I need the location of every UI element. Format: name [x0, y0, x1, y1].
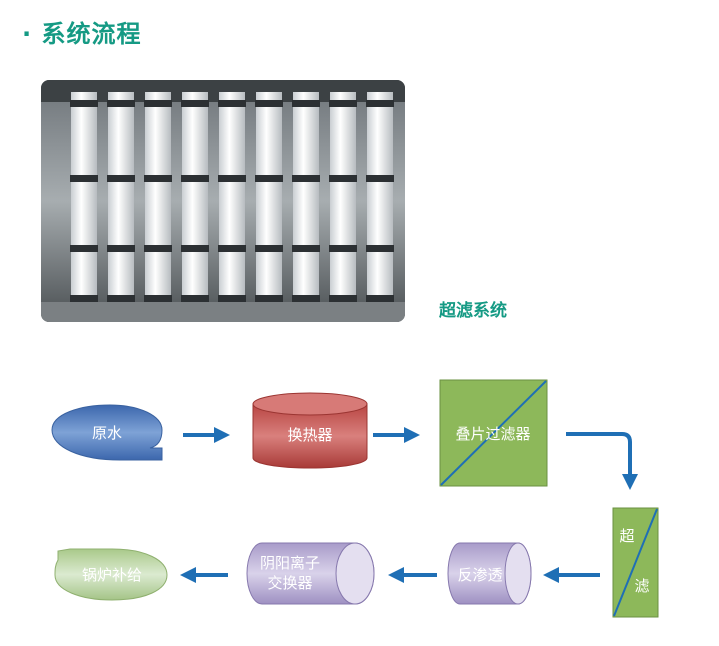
svg-text:原水: 原水: [92, 424, 122, 442]
membrane-column: [108, 92, 134, 307]
svg-text:换热器: 换热器: [287, 426, 332, 444]
page-title: · 系统流程: [22, 20, 142, 48]
svg-text:叠片过滤器: 叠片过滤器: [455, 425, 530, 443]
svg-text:阴阳离子: 阴阳离子: [260, 554, 320, 572]
boiler-feed-node: 锅炉补给: [54, 548, 168, 601]
ultrafiltration-node: 超 滤: [612, 507, 659, 618]
membrane-column: [182, 92, 208, 307]
svg-text:反渗透: 反渗透: [457, 566, 502, 584]
svg-text:锅炉补给: 锅炉补给: [82, 566, 142, 584]
disc-filter-node: 叠片过滤器: [439, 379, 548, 487]
svg-text:超: 超: [619, 527, 634, 545]
membrane-column: [367, 92, 393, 307]
membrane-column: [256, 92, 282, 307]
heat-exchanger-node: 换热器: [252, 392, 368, 469]
membrane-column: [219, 92, 245, 307]
svg-text:滤: 滤: [634, 577, 649, 595]
photo-caption: 超滤系统: [439, 301, 507, 321]
svg-text:交换器: 交换器: [267, 574, 312, 592]
membrane-column: [330, 92, 356, 307]
ultrafiltration-photo: [41, 80, 405, 322]
raw-water-node: 原水: [51, 404, 163, 461]
membrane-column: [293, 92, 319, 307]
ion-exchanger-node: 阴阳离子 交换器: [246, 542, 375, 605]
arrow-3: [566, 432, 638, 490]
reverse-osmosis-node: 反渗透: [447, 542, 532, 605]
membrane-column: [71, 92, 97, 307]
membrane-column: [145, 92, 171, 307]
